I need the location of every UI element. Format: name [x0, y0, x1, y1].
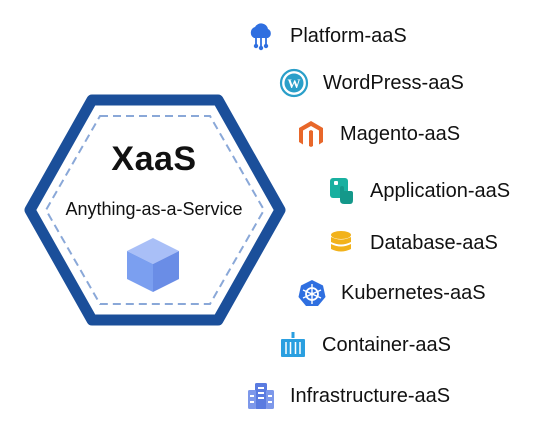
service-item-database: Database-aaS: [326, 226, 498, 260]
service-label: Platform-aaS: [290, 24, 407, 47]
server-icon: [246, 381, 276, 411]
database-icon: [326, 228, 356, 258]
kubernetes-icon: [297, 278, 327, 308]
cube-icon: [127, 238, 179, 292]
svg-text:W: W: [288, 76, 301, 91]
cloud-network-icon: [246, 21, 276, 51]
service-label: Kubernetes-aaS: [341, 281, 486, 304]
hexagon-subtitle: Anything-as-a-Service: [65, 199, 243, 219]
service-label: Magento-aaS: [340, 122, 461, 145]
service-item-application: Application-aaS: [326, 174, 510, 208]
service-label: Application-aaS: [370, 179, 511, 202]
service-label: Container-aaS: [322, 333, 451, 356]
hexagon-title: XaaS: [111, 140, 197, 178]
service-item-wordpress: W WordPress-aaS: [279, 66, 464, 100]
wordpress-icon: W: [279, 68, 309, 98]
service-item-kubernetes: Kubernetes-aaS: [297, 276, 486, 310]
service-item-container: Container-aaS: [278, 328, 451, 362]
service-item-platform: Platform-aaS: [246, 19, 407, 53]
touch-app-icon: [326, 176, 356, 206]
service-label: Database-aaS: [370, 231, 498, 254]
container-icon: [278, 330, 308, 360]
hexagon-shape: [24, 94, 286, 326]
service-label: WordPress-aaS: [323, 71, 464, 94]
service-item-magento: Magento-aaS: [296, 117, 460, 151]
magento-icon: [296, 119, 326, 149]
service-label: Infrastructure-aaS: [290, 384, 451, 407]
service-item-infrastructure: Infrastructure-aaS: [246, 379, 450, 413]
